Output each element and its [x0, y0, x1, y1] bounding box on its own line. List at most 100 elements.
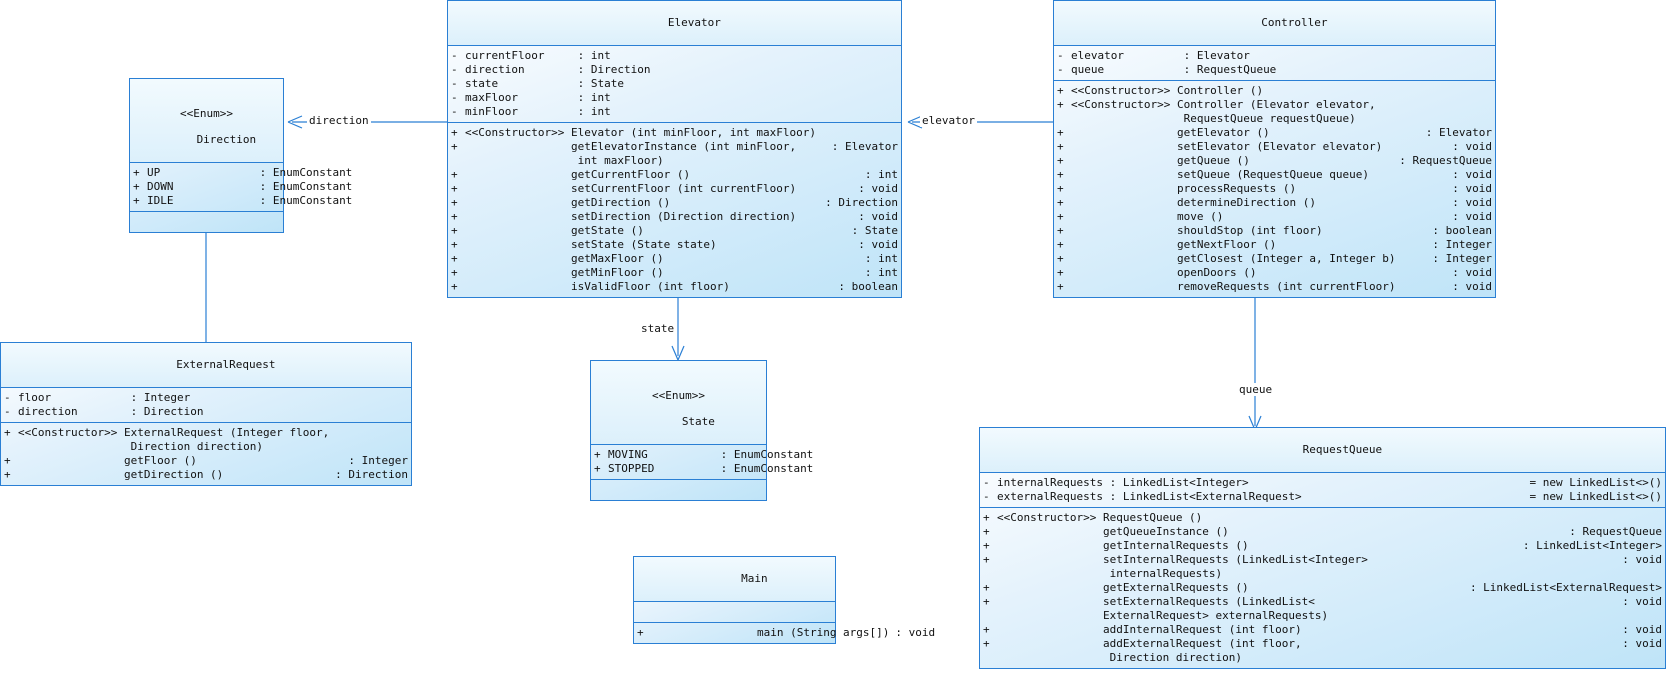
visibility-marker: +: [133, 194, 140, 207]
attribute-name: currentFloor: [465, 49, 578, 62]
method-stereotype: [1071, 168, 1177, 182]
attribute-name: UP: [147, 166, 260, 179]
attribute-row: -state : State: [448, 77, 901, 91]
method-stereotype: [465, 210, 571, 224]
visibility-marker: +: [133, 180, 140, 193]
visibility-marker: +: [1057, 154, 1064, 167]
method-row: + getMaxFloor (): int: [448, 252, 901, 266]
method-return-type: [892, 126, 898, 140]
visibility-marker: +: [983, 539, 990, 552]
attribute-row: +UP : EnumConstant: [130, 166, 352, 180]
method-return-type: : Direction: [335, 468, 408, 481]
method-stereotype: [465, 280, 571, 294]
visibility-marker: +: [983, 553, 990, 566]
method-row: +<<Constructor>> Elevator (int minFloor,…: [448, 126, 901, 140]
method-row: +<<Constructor>> Controller (): [1054, 84, 1495, 98]
attribute-type: : Integer: [130, 391, 191, 404]
method-return-type: [402, 426, 408, 454]
class-box-request-queue[interactable]: RequestQueue -internalRequests : LinkedL…: [979, 427, 1666, 669]
method-stereotype: [1071, 280, 1177, 294]
edge-label-elevator-direction: direction: [307, 114, 371, 127]
method-row: + addInternalRequest (int floor): void: [980, 623, 1665, 637]
class-name-controller: Controller: [1261, 16, 1328, 29]
method-signature: shouldStop (int floor): [1176, 224, 1323, 237]
attributes-compartment-external-request: -floor : Integer-direction : Direction: [1, 388, 411, 423]
method-signature: setElevator (Elevator elevator): [1176, 140, 1383, 153]
method-stereotype: [465, 182, 571, 196]
method-return-type: : Integer: [1432, 238, 1492, 251]
visibility-marker: +: [1057, 196, 1064, 209]
method-row: + setQueue (RequestQueue queue): void: [1054, 168, 1495, 182]
class-stereotype-state: <<Enum>>: [652, 389, 705, 402]
method-signature: ExternalRequest (Integer floor, Directio…: [123, 426, 330, 453]
method-row: + shouldStop (int floor): boolean: [1054, 224, 1495, 238]
method-stereotype: [1071, 210, 1177, 224]
visibility-marker: +: [1057, 252, 1064, 265]
visibility-marker: +: [451, 140, 458, 153]
class-box-state[interactable]: <<Enum>> State +MOVING : EnumConstant+ST…: [590, 360, 813, 501]
class-box-direction[interactable]: <<Enum>> Direction +UP : EnumConstant+DO…: [129, 78, 352, 233]
visibility-marker: -: [1057, 63, 1064, 76]
visibility-marker: +: [1057, 238, 1064, 251]
method-stereotype: [1071, 140, 1177, 154]
visibility-marker: +: [4, 454, 11, 467]
methods-compartment-direction: [130, 212, 283, 232]
class-name-request-queue: RequestQueue: [1302, 443, 1383, 456]
attribute-type: : EnumConstant: [720, 462, 814, 475]
method-row: + getQueueInstance (): RequestQueue: [980, 525, 1665, 539]
method-signature: getElevatorInstance (int minFloor, int m…: [570, 140, 797, 167]
visibility-marker: +: [451, 210, 458, 223]
visibility-marker: +: [1057, 182, 1064, 195]
visibility-marker: -: [983, 490, 990, 503]
method-return-type: : void: [1622, 553, 1662, 566]
attribute-name: direction: [465, 63, 578, 76]
class-box-external-request[interactable]: ExternalRequest -floor : Integer-directi…: [0, 342, 412, 486]
class-title-main: Main: [634, 557, 835, 602]
method-return-type: : Integer: [348, 454, 408, 467]
method-return-type: : void: [1622, 595, 1662, 608]
class-box-elevator[interactable]: Elevator -currentFloor : int-direction :…: [447, 0, 902, 298]
method-return-type: : RequestQueue: [1569, 525, 1662, 538]
class-box-main[interactable]: Main + main (String args[]): void: [633, 556, 935, 644]
visibility-marker: -: [451, 105, 458, 118]
visibility-marker: +: [451, 196, 458, 209]
class-name-external-request: ExternalRequest: [176, 358, 276, 371]
method-return-type: : void: [1452, 280, 1492, 293]
edge-label-elevator-state: state: [639, 322, 677, 335]
method-return-type: : Integer: [1432, 252, 1492, 265]
method-return-type: : void: [1452, 210, 1492, 223]
visibility-marker: +: [983, 511, 990, 524]
attribute-row: +STOPPED : EnumConstant: [591, 462, 813, 476]
method-signature: getInternalRequests (): [1102, 539, 1249, 552]
method-stereotype: [997, 539, 1103, 553]
method-return-type: : void: [1452, 140, 1492, 153]
method-row: + setCurrentFloor (int currentFloor): vo…: [448, 182, 901, 196]
method-stereotype: [465, 140, 571, 168]
visibility-marker: +: [451, 266, 458, 279]
methods-compartment-external-request: +<<Constructor>> ExternalRequest (Intege…: [1, 423, 411, 485]
visibility-marker: +: [1057, 140, 1064, 153]
visibility-marker: +: [451, 280, 458, 293]
method-signature: Controller (): [1176, 84, 1264, 97]
visibility-marker: +: [594, 448, 601, 461]
method-signature: getNextFloor (): [1176, 238, 1277, 251]
visibility-marker: +: [594, 462, 601, 475]
method-return-type: : int: [864, 168, 898, 181]
edge-label-controller-elevator: elevator: [920, 114, 977, 127]
class-name-direction: Direction: [196, 133, 257, 146]
method-row: + removeRequests (int currentFloor): voi…: [1054, 280, 1495, 294]
attribute-type: : RequestQueue: [1183, 63, 1277, 76]
attribute-name: externalRequests: [997, 490, 1110, 503]
method-return-type: : Elevator: [1425, 126, 1492, 139]
method-return-type: [1486, 98, 1492, 126]
method-stereotype: [1071, 182, 1177, 196]
method-stereotype: <<Constructor>>: [1071, 98, 1177, 111]
methods-compartment-controller: +<<Constructor>> Controller ()+<<Constru…: [1054, 81, 1495, 297]
visibility-marker: +: [983, 525, 990, 538]
method-stereotype: [1071, 126, 1177, 140]
method-row: + isValidFloor (int floor): boolean: [448, 280, 901, 294]
visibility-marker: +: [133, 166, 140, 179]
class-box-controller[interactable]: Controller -elevator : Elevator-queue : …: [1053, 0, 1496, 298]
visibility-marker: +: [1057, 126, 1064, 139]
method-return-type: : State: [851, 224, 898, 237]
